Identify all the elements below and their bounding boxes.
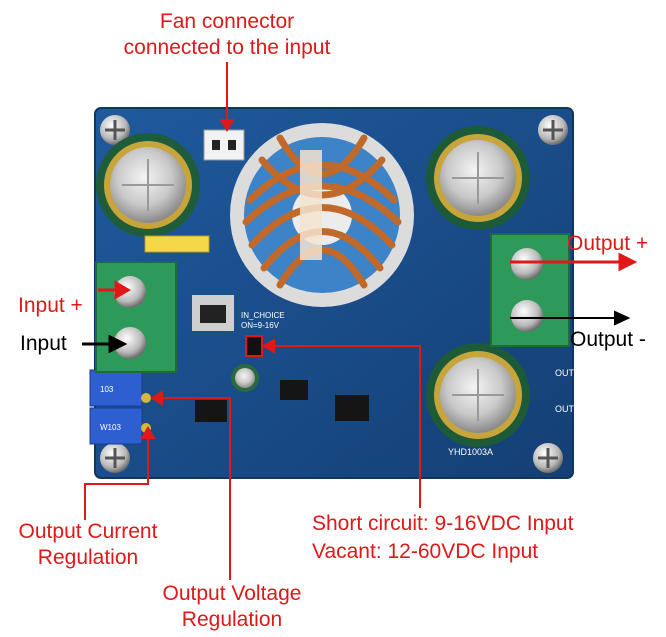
output-minus-arrow bbox=[510, 310, 631, 326]
output-plus-arrow bbox=[510, 252, 638, 272]
short-circuit-pointer bbox=[262, 338, 421, 508]
board-out-minus: OUT- bbox=[555, 404, 577, 414]
ic-3 bbox=[280, 380, 308, 400]
screw-bottom-left bbox=[100, 443, 130, 473]
fuse bbox=[144, 235, 210, 253]
output-current-label-line2: Regulation bbox=[37, 546, 139, 569]
potentiometer-voltage bbox=[89, 407, 151, 445]
screw-top-left bbox=[100, 115, 130, 145]
fan-connector bbox=[203, 129, 245, 161]
fan-connector-label-line1: Fan connector bbox=[159, 10, 295, 33]
input-minus-arrow bbox=[82, 334, 128, 354]
output-current-label-line1: Output Current bbox=[18, 520, 158, 543]
mosfet bbox=[192, 295, 234, 331]
output-plus-label: Output + bbox=[567, 232, 649, 255]
board-out-plus: OUT+ bbox=[555, 368, 579, 378]
ic-2 bbox=[335, 395, 369, 421]
vacant-label: Vacant: 12-60VDC Input bbox=[312, 540, 539, 563]
capacitor-small bbox=[231, 364, 259, 392]
fan-connector-pointer bbox=[219, 62, 235, 132]
board-in-choice: IN_CHOICE bbox=[241, 311, 285, 320]
output-voltage-pointer bbox=[150, 390, 231, 580]
short-circuit-label: Short circuit: 9-16VDC Input bbox=[312, 512, 574, 535]
potentiometer-current bbox=[89, 369, 151, 407]
board-pot-2: W103 bbox=[100, 423, 121, 432]
board-model: YHD1003A bbox=[448, 447, 493, 457]
output-voltage-label-line1: Output Voltage bbox=[162, 582, 302, 605]
capacitor-top-right bbox=[426, 126, 530, 230]
fan-connector-label-line2: connected to the input bbox=[123, 36, 331, 59]
capacitor-top-left bbox=[96, 133, 200, 237]
input-minus-label: Input bbox=[20, 332, 67, 355]
board-pot-1: 103 bbox=[100, 385, 114, 394]
output-terminal bbox=[490, 233, 570, 347]
ic-1 bbox=[195, 400, 227, 422]
board-on-range: ON=9-16V bbox=[241, 321, 280, 330]
input-plus-arrow bbox=[98, 280, 131, 300]
output-minus-label: Output - bbox=[570, 328, 646, 351]
screw-top-right bbox=[538, 115, 568, 145]
output-voltage-label-line2: Regulation bbox=[181, 608, 283, 631]
input-terminal bbox=[95, 261, 177, 373]
output-current-pointer bbox=[84, 426, 156, 520]
capacitor-bottom-right bbox=[426, 343, 530, 447]
screw-bottom-right bbox=[533, 443, 563, 473]
jumper-in-choice bbox=[245, 335, 263, 357]
input-plus-label: Input + bbox=[18, 294, 83, 317]
toroid-inductor bbox=[230, 123, 414, 307]
